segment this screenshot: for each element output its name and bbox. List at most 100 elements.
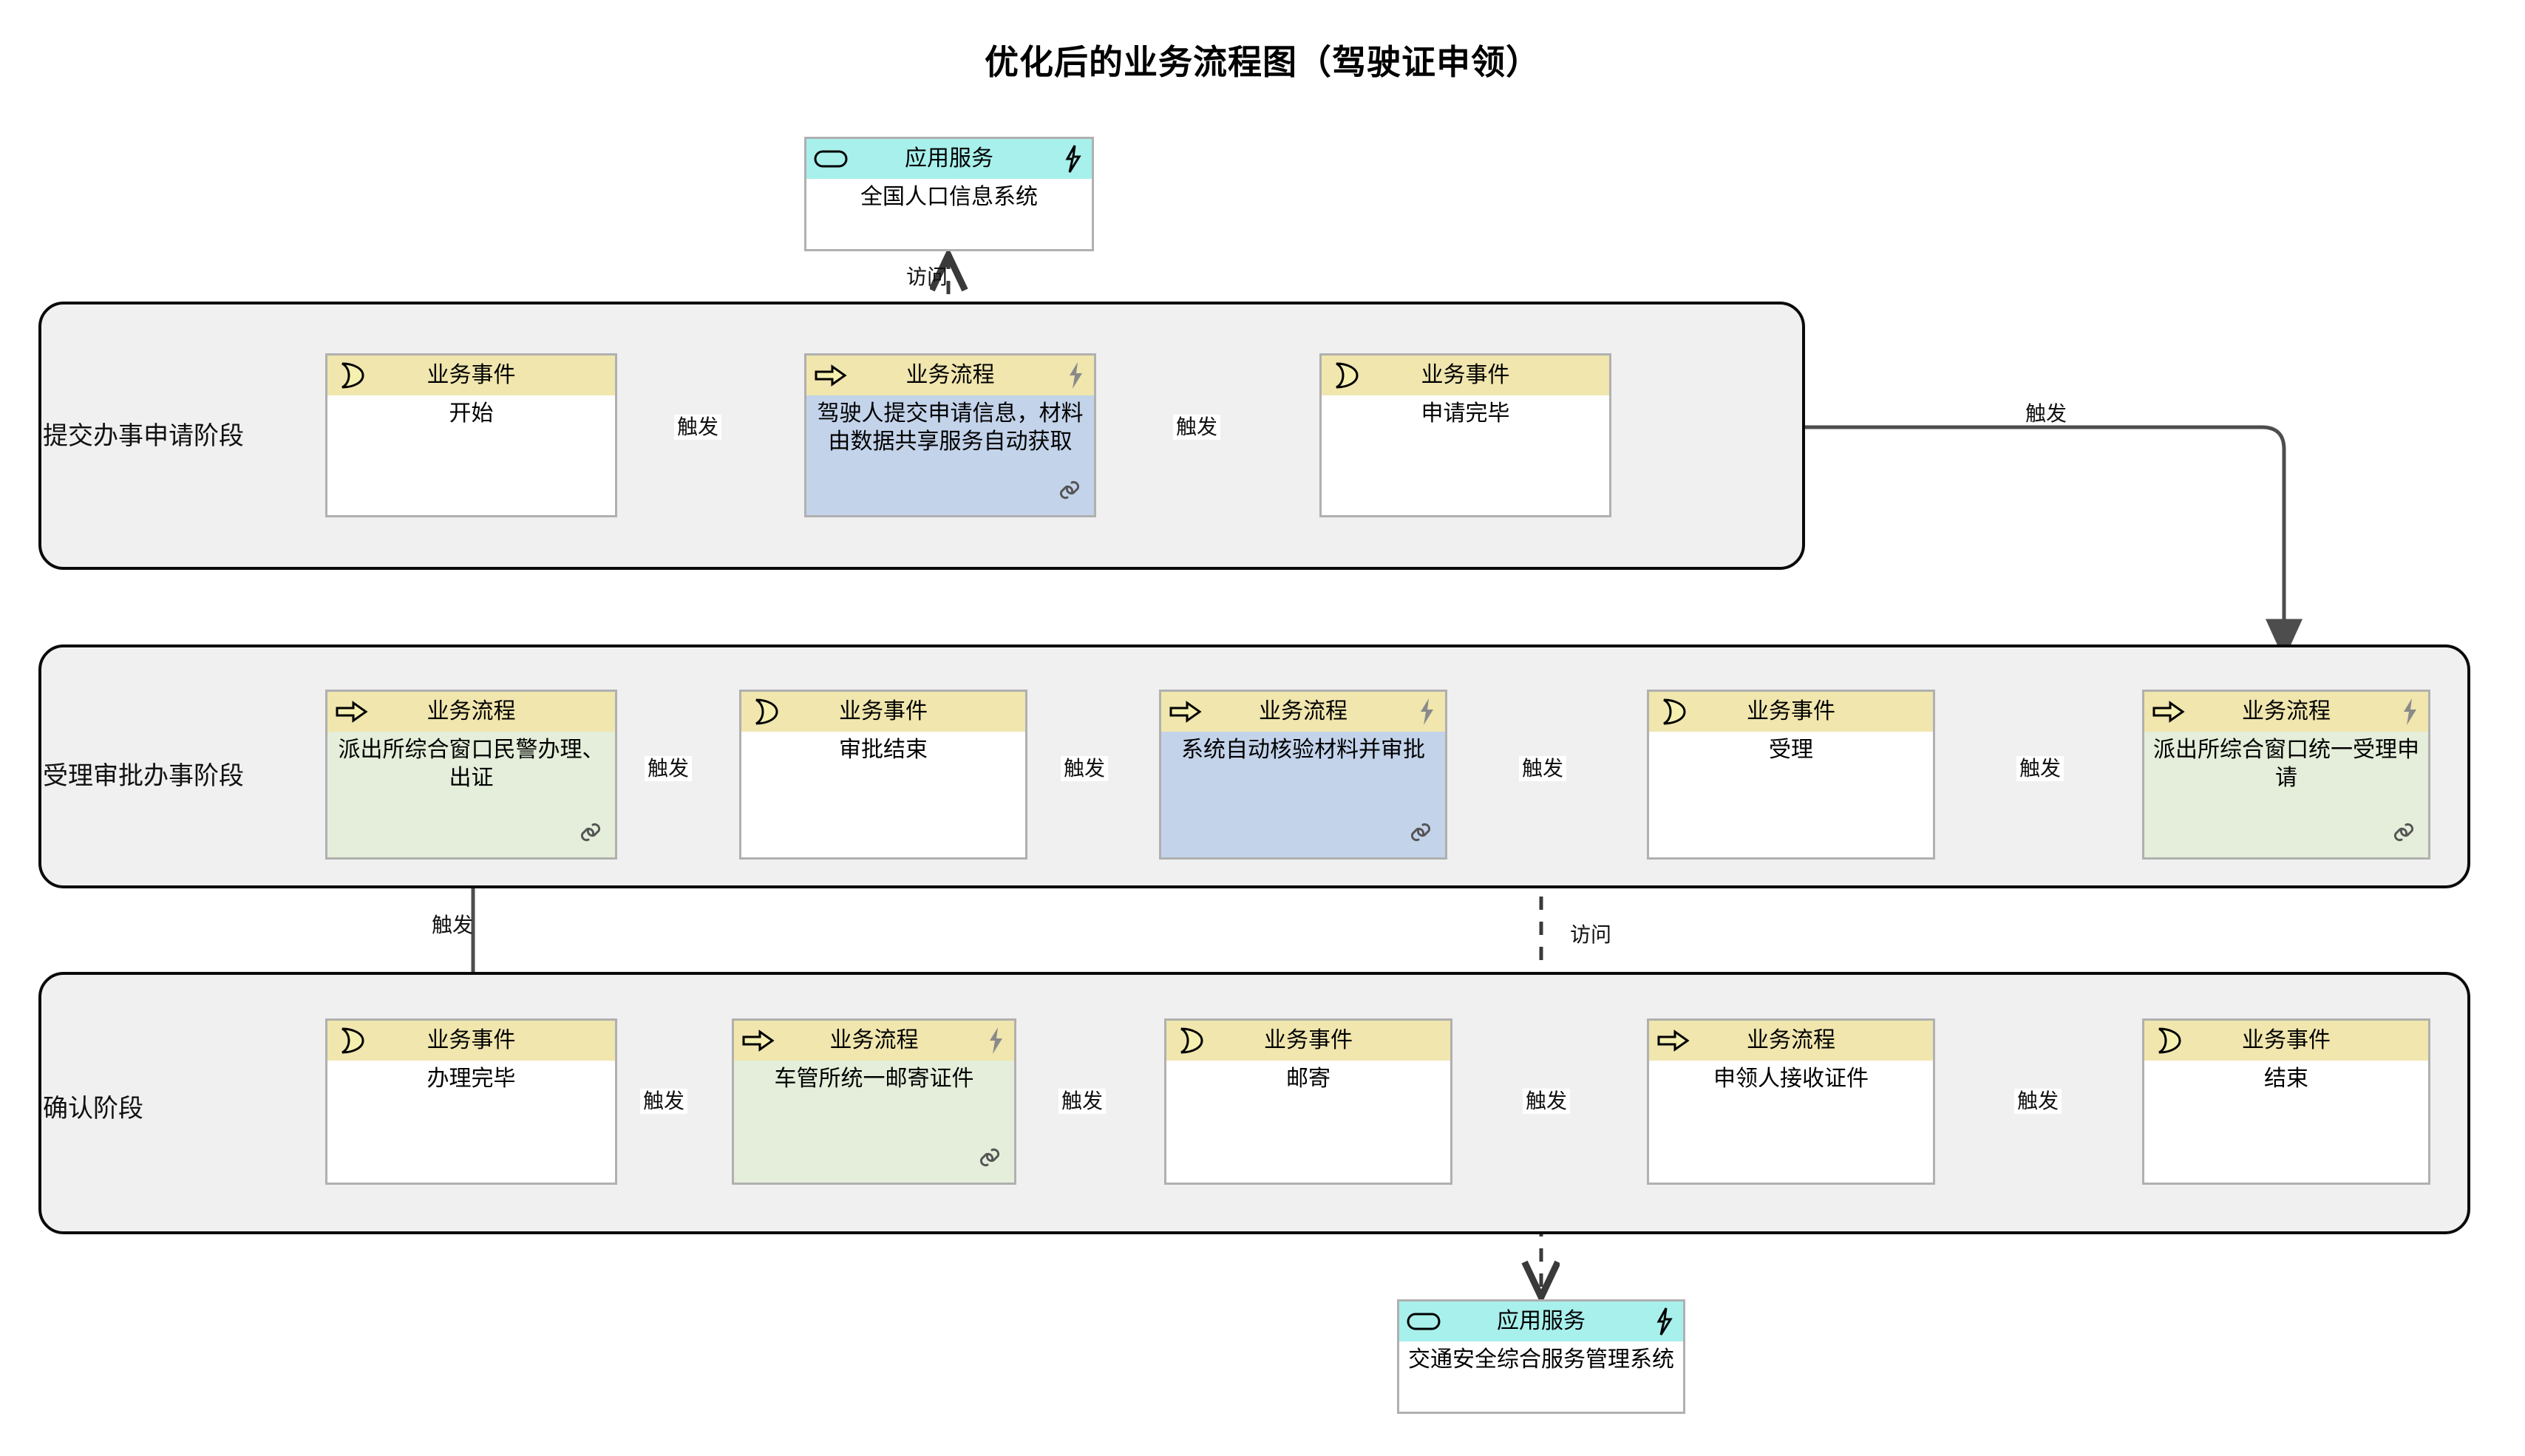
node-name: 结束: [2144, 1061, 2428, 1183]
edge-label-e1: 触发: [674, 415, 722, 440]
node-type-label: 应用服务: [905, 146, 993, 171]
right-arrow-icon: [741, 1030, 775, 1052]
right-arrow-icon: [335, 701, 369, 723]
node-name: 开始: [327, 395, 615, 515]
node-header: 业务事件: [1649, 692, 1933, 732]
node-type-label: 业务事件: [1747, 699, 1835, 724]
crescent-icon: [749, 697, 783, 727]
node-type-label: 业务流程: [427, 699, 516, 724]
chain-link-icon: [976, 1143, 1004, 1175]
node-type-label: 业务事件: [2242, 1028, 2331, 1052]
node-n8[interactable]: 业务流程 派出所综合窗口统一受理申请: [2142, 690, 2430, 860]
node-n5[interactable]: 业务事件 审批结束: [739, 690, 1027, 860]
node-n4[interactable]: 业务流程 派出所综合窗口民警办理、出证: [325, 690, 617, 860]
node-type-label: 业务事件: [1264, 1028, 1353, 1052]
phase-label-1: 提交办事申请阶段: [43, 422, 244, 450]
chain-link-icon: [1056, 476, 1084, 508]
lightning-bolt-icon: [2402, 692, 2419, 732]
node-n9[interactable]: 业务事件 办理完毕: [325, 1018, 617, 1185]
page-title: 优化后的业务流程图（驾驶证申领）: [985, 43, 1540, 81]
node-n3[interactable]: 业务事件 申请完毕: [1319, 353, 1611, 517]
node-header: 业务流程: [806, 356, 1094, 395]
node-name: 派出所综合窗口民警办理、出证: [327, 732, 615, 857]
edge-label-e10: 触发: [1058, 1089, 1107, 1114]
node-header: 业务流程: [734, 1021, 1014, 1061]
edge-label-e3: 触发: [2025, 402, 2067, 425]
edge-label-e11: 触发: [1523, 1089, 1571, 1114]
crescent-icon: [1656, 697, 1690, 727]
lightning-bolt-icon: [988, 1021, 1005, 1061]
right-arrow-icon: [1656, 1030, 1690, 1052]
right-arrow-icon: [1169, 701, 1203, 723]
phase-label-2: 受理审批办事阶段: [43, 762, 244, 790]
crescent-icon: [2152, 1026, 2186, 1055]
node-type-label: 业务流程: [829, 1028, 919, 1052]
node-type-label: 应用服务: [1497, 1309, 1586, 1333]
crescent-icon: [335, 361, 369, 390]
edge-label-e7: 触发: [645, 756, 693, 781]
node-type-label: 业务流程: [1747, 1028, 1835, 1052]
node-name: 受理: [1649, 732, 1933, 857]
crescent-icon: [1329, 361, 1363, 390]
node-header: 应用服务: [1399, 1302, 1683, 1341]
node-header: 业务流程: [1161, 692, 1445, 732]
lightning-bolt-icon: [1418, 692, 1436, 732]
chain-link-icon: [577, 818, 605, 850]
node-name: 派出所综合窗口统一受理申请: [2144, 732, 2428, 857]
edge-label-e2: 触发: [1173, 415, 1221, 440]
node-name: 邮寄: [1166, 1061, 1450, 1183]
node-header: 业务流程: [2144, 692, 2428, 732]
edge-label-e4: 触发: [2016, 756, 2064, 781]
edge-label-e6: 触发: [1061, 756, 1109, 781]
node-header: 业务事件: [1322, 356, 1609, 395]
node-n10[interactable]: 业务流程 车管所统一邮寄证件: [732, 1018, 1016, 1185]
node-name: 系统自动核验材料并审批: [1161, 732, 1445, 857]
node-header: 业务事件: [2144, 1021, 2428, 1061]
node-n6[interactable]: 业务流程 系统自动核验材料并审批: [1159, 690, 1447, 860]
app-service-node-top[interactable]: 应用服务 全国人口信息系统: [804, 137, 1094, 251]
edge-label-e5: 触发: [1519, 756, 1567, 781]
node-type-label: 业务事件: [1421, 363, 1510, 387]
edge-label-e9: 触发: [640, 1089, 688, 1114]
node-type-label: 业务流程: [2242, 699, 2331, 724]
node-header: 业务事件: [1166, 1021, 1450, 1061]
lightning-bolt-icon: [1655, 1302, 1674, 1341]
rounded-rect-icon: [1407, 1313, 1441, 1330]
chain-link-icon: [2390, 818, 2418, 850]
node-n2[interactable]: 业务流程 驾驶人提交申请信息，材料由数据共享服务自动获取: [804, 353, 1096, 517]
right-arrow-icon: [814, 364, 848, 387]
node-header: 业务事件: [741, 692, 1025, 732]
node-header: 业务流程: [327, 692, 615, 732]
node-n1[interactable]: 业务事件 开始: [325, 353, 617, 517]
app-service-node-bottom[interactable]: 应用服务 交通安全综合服务管理系统: [1397, 1299, 1685, 1414]
crescent-icon: [335, 1026, 369, 1055]
phase-label-3: 确认阶段: [43, 1095, 143, 1123]
lightning-bolt-icon: [1064, 139, 1083, 179]
edge-n3-n8: [1611, 425, 2303, 660]
node-type-label: 业务流程: [1259, 699, 1348, 724]
node-header: 应用服务: [806, 139, 1092, 179]
node-name: 全国人口信息系统: [806, 179, 1092, 249]
node-type-label: 业务流程: [905, 363, 995, 387]
node-name: 驾驶人提交申请信息，材料由数据共享服务自动获取: [806, 395, 1094, 515]
right-arrow-icon: [2152, 701, 2186, 723]
edge-label-e8: 触发: [432, 914, 474, 936]
lightning-bolt-icon: [1067, 356, 1085, 395]
node-n12[interactable]: 业务流程 申领人接收证件: [1647, 1018, 1935, 1185]
node-name: 审批结束: [741, 732, 1025, 857]
node-type-label: 业务事件: [427, 363, 516, 387]
node-name: 办理完毕: [327, 1061, 615, 1183]
node-name: 申领人接收证件: [1649, 1061, 1933, 1183]
node-n11[interactable]: 业务事件 邮寄: [1164, 1018, 1452, 1185]
node-n13[interactable]: 业务事件 结束: [2142, 1018, 2430, 1185]
node-n7[interactable]: 业务事件 受理: [1647, 690, 1935, 860]
chain-link-icon: [1407, 818, 1435, 850]
edge-label-e14: 访问: [1570, 923, 1612, 946]
edge-label-e12: 触发: [2014, 1089, 2062, 1114]
node-header: 业务流程: [1649, 1021, 1933, 1061]
node-type-label: 业务事件: [839, 699, 928, 724]
node-header: 业务事件: [327, 1021, 615, 1061]
crescent-icon: [1174, 1026, 1208, 1055]
node-type-label: 业务事件: [427, 1028, 516, 1052]
